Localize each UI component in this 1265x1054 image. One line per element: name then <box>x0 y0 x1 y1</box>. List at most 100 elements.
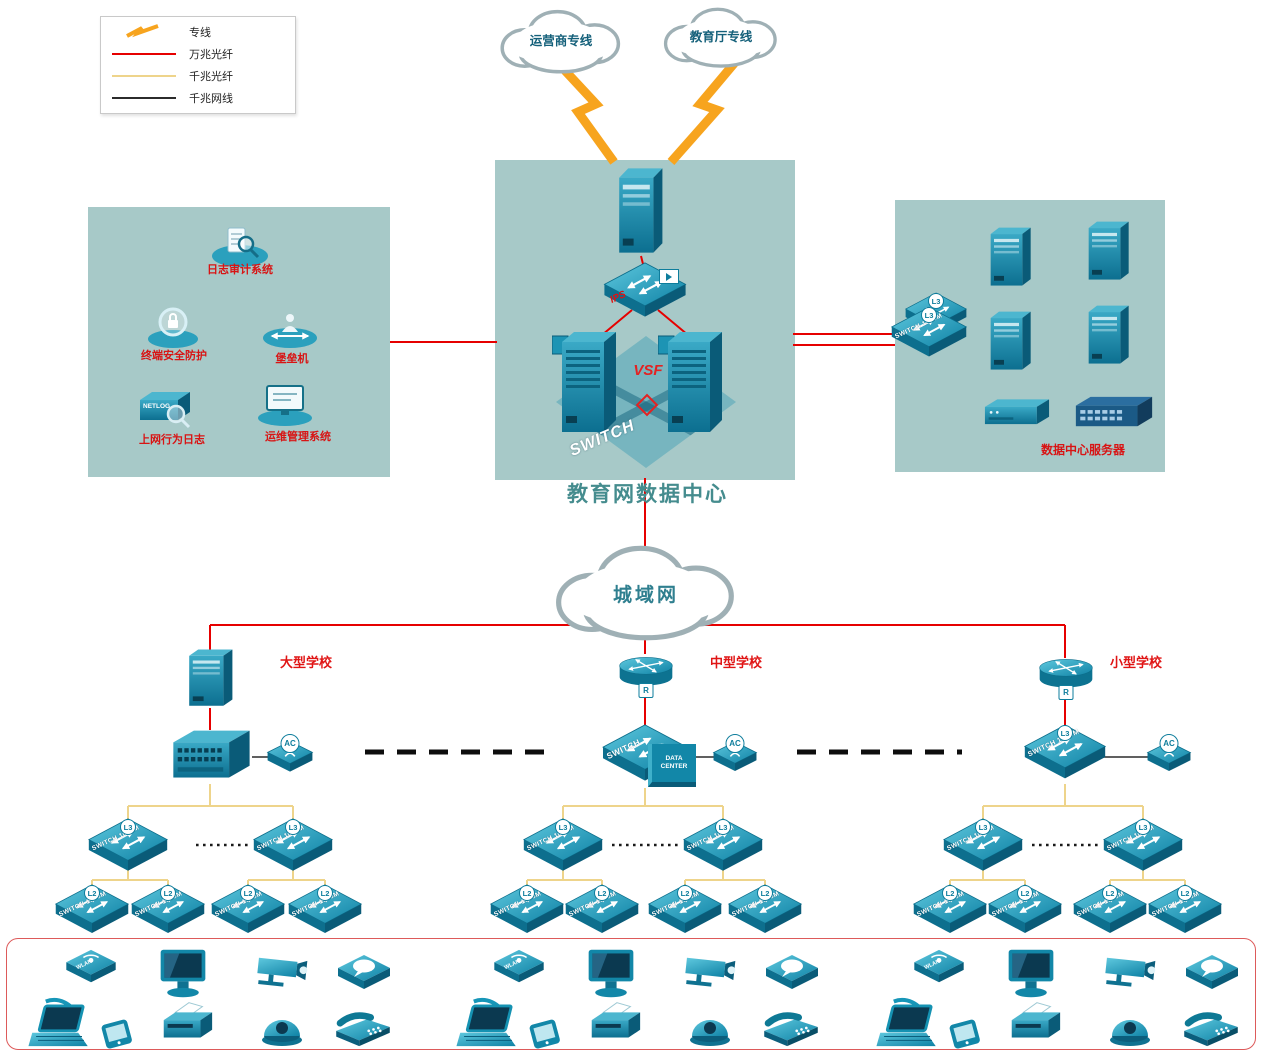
log-audit-icon <box>210 224 270 268</box>
l3-switch: L3 SWITCH 1000M <box>523 818 603 874</box>
printer-icon <box>584 998 644 1048</box>
lightning-link-carrier <box>553 58 618 165</box>
legend-label: 千兆光纤 <box>189 71 233 83</box>
phone-icon <box>520 1018 570 1052</box>
legend-item-1g-copper: 千兆网线 <box>111 90 285 106</box>
ac-badge: AC <box>1159 734 1179 753</box>
bastion-host-icon <box>262 310 318 350</box>
legend-item-10g-fiber: 万兆光纤 <box>111 46 285 62</box>
l2-badge: L2 <box>240 885 256 901</box>
l2-switch: L2 SWITCH 1000M <box>211 884 285 936</box>
ac-badge: AC <box>280 734 300 753</box>
legend-item-dedicated: 专线 <box>111 24 285 40</box>
cloud-carrier-label: 运营商专线 <box>529 34 593 48</box>
monitor-icon <box>1002 946 1060 1000</box>
l3-switch: L3 SWITCH 1000M <box>943 818 1023 874</box>
monitor-icon <box>154 946 212 1000</box>
server-cabinet <box>984 310 1034 376</box>
data-center-module: DATA CENTER <box>648 744 696 787</box>
endpoint-group-small: WLAN <box>876 938 1265 1052</box>
legend: 专线 万兆光纤 千兆光纤 千兆网线 <box>100 16 296 114</box>
cloud-education-label: 教育厅专线 <box>689 30 753 44</box>
school-name-medium: 中型学校 <box>709 655 762 670</box>
voice-icon <box>764 952 820 994</box>
l2-badge: L2 <box>594 885 610 901</box>
l2-switch: L2 SWITCH 1000M <box>565 884 639 936</box>
large-school-server <box>182 648 236 712</box>
phone-icon <box>940 1018 990 1052</box>
l3-badge: L3 <box>120 819 136 835</box>
fax-phone-icon <box>760 1006 822 1050</box>
l2-switch: L2 SWITCH 1000M <box>913 884 987 936</box>
small-school-router: R <box>1038 650 1094 700</box>
laptop-icon <box>456 1004 520 1048</box>
endpoint-security-label: 终端安全防护 <box>141 350 207 362</box>
l2-switch: L2 SWITCH 1000M <box>490 884 564 936</box>
printer-icon <box>156 998 216 1048</box>
printer-icon <box>1004 998 1064 1048</box>
camera-icon <box>1100 950 1162 992</box>
legend-label: 千兆网线 <box>189 93 233 105</box>
endpoint-group-medium: WLAN <box>456 938 876 1052</box>
l2-badge: L2 <box>160 885 176 901</box>
server-zone-title: 数据中心服务器 <box>1040 443 1125 457</box>
l3-badge: L3 <box>975 819 991 835</box>
l2-switch: L2 SWITCH 1000M <box>1148 884 1222 936</box>
l2-badge: L2 <box>1177 885 1193 901</box>
server-zone-switch: L3 SWITCH 1000M <box>891 306 967 360</box>
phone-icon <box>92 1018 142 1052</box>
cloud-man: 城域网 <box>530 540 762 644</box>
ops-management-label: 运维管理系统 <box>265 431 331 443</box>
storage-rack <box>980 392 1054 434</box>
voice-icon <box>1184 952 1240 994</box>
l2-switch: L2 SWITCH 1000M <box>648 884 722 936</box>
l2-badge: L2 <box>942 885 958 901</box>
medium-school-router: R <box>618 648 674 698</box>
monitor-icon <box>582 946 640 1000</box>
voice-icon <box>336 952 392 994</box>
core-server-b <box>658 328 730 444</box>
l2-switch: L2 SWITCH 1000M <box>131 884 205 936</box>
dome-camera-icon <box>1106 1000 1154 1048</box>
bastion-host-label: 堡垒机 <box>275 353 309 365</box>
ac-badge: AC <box>725 734 745 753</box>
line-1g-copper-swatch <box>112 97 176 99</box>
legend-label: 专线 <box>189 27 211 39</box>
vsf-label: VSF <box>633 362 663 379</box>
l3-switch: L3 SWITCH 1000M <box>88 818 168 874</box>
datacenter-title: 教育网数据中心 <box>567 482 728 506</box>
school-name-small: 小型学校 <box>1109 655 1162 670</box>
l2-badge: L2 <box>84 885 100 901</box>
server-cabinet <box>1082 304 1132 370</box>
server-cabinet <box>984 226 1034 292</box>
netlog-text: NETLOG <box>143 403 171 410</box>
dome-camera-icon <box>686 1000 734 1048</box>
l2-switch: L2 SWITCH 1000M <box>1073 884 1147 936</box>
arrow-icon <box>659 269 679 284</box>
l2-badge: L2 <box>519 885 535 901</box>
dome-camera-icon <box>258 1000 306 1048</box>
l3-switch: L3 SWITCH 1000M <box>683 818 763 874</box>
ac-controller: AC <box>266 734 314 778</box>
lightning-icon <box>111 24 177 40</box>
cloud-man-label: 城域网 <box>612 585 679 606</box>
cloud-education: 教育厅专线 <box>643 4 799 70</box>
legend-item-1g-fiber: 千兆光纤 <box>111 68 285 84</box>
ips-device: IPS <box>602 262 688 320</box>
l2-badge: L2 <box>677 885 693 901</box>
l2-switch: L2 SWITCH 1000M <box>988 884 1062 936</box>
router-badge: R <box>638 683 654 698</box>
cloud-carrier: 运营商专线 <box>483 6 639 76</box>
l2-badge: L2 <box>1017 885 1033 901</box>
log-audit-label: 日志审计系统 <box>207 264 273 276</box>
l2-switch: L2 SWITCH 1000M <box>728 884 802 936</box>
line-10g-swatch <box>112 53 176 55</box>
firewall-device <box>612 166 666 262</box>
line-1g-fiber-swatch <box>112 75 176 77</box>
l3-badge: L3 <box>715 819 731 835</box>
camera-icon <box>252 950 314 992</box>
fax-phone-icon <box>332 1006 394 1050</box>
l2-badge: L2 <box>317 885 333 901</box>
netlog-icon: NETLOG <box>134 386 196 430</box>
